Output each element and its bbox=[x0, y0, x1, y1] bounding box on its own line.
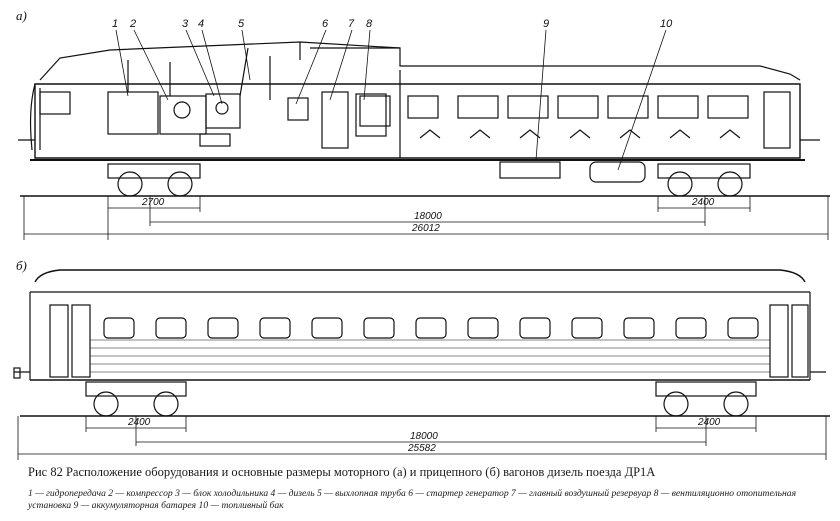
callout-1: 1 bbox=[112, 18, 118, 30]
motor-car-dimensions bbox=[23, 196, 829, 240]
callout-6: 6 bbox=[322, 18, 329, 30]
callout-7: 7 bbox=[348, 18, 355, 30]
trailer-car-dimensions bbox=[17, 416, 827, 460]
dim-bottom-inner: 18000 bbox=[410, 431, 438, 442]
callout-8: 8 bbox=[366, 18, 373, 30]
trailer-car-left-bogie bbox=[85, 381, 187, 417]
callout-10: 10 bbox=[660, 18, 673, 30]
callout-9: 9 bbox=[543, 18, 549, 30]
motor-car-left-bogie bbox=[107, 163, 201, 197]
panel-label-b: б) bbox=[16, 258, 27, 273]
callout-5: 5 bbox=[238, 18, 245, 30]
dim-top-overall: 26012 bbox=[411, 223, 440, 234]
callout-4: 4 bbox=[198, 18, 204, 30]
dim-top-inner: 18000 bbox=[414, 211, 442, 222]
dim-top-right-bogie: 2400 bbox=[691, 197, 715, 208]
dim-top-left-bogie: 2700 bbox=[141, 197, 165, 208]
motor-car-right-bogie bbox=[657, 163, 751, 197]
dim-bottom-left-bogie: 2400 bbox=[127, 417, 151, 428]
figure-caption: Рис 82 Расположение оборудования и основ… bbox=[28, 465, 656, 479]
callout-leaders bbox=[115, 29, 667, 171]
callout-2: 2 bbox=[129, 18, 136, 30]
dim-bottom-overall: 25582 bbox=[407, 443, 436, 454]
dim-bottom-right-bogie: 2400 bbox=[697, 417, 721, 428]
trailer-car-right-bogie bbox=[655, 381, 757, 417]
panel-label-a: а) bbox=[16, 8, 27, 23]
callout-3: 3 bbox=[182, 18, 189, 30]
motor-car bbox=[18, 41, 830, 197]
figure-legend: 1 — гидропередача 2 — компрессор 3 — бло… bbox=[28, 488, 797, 511]
trailer-car bbox=[13, 269, 830, 417]
